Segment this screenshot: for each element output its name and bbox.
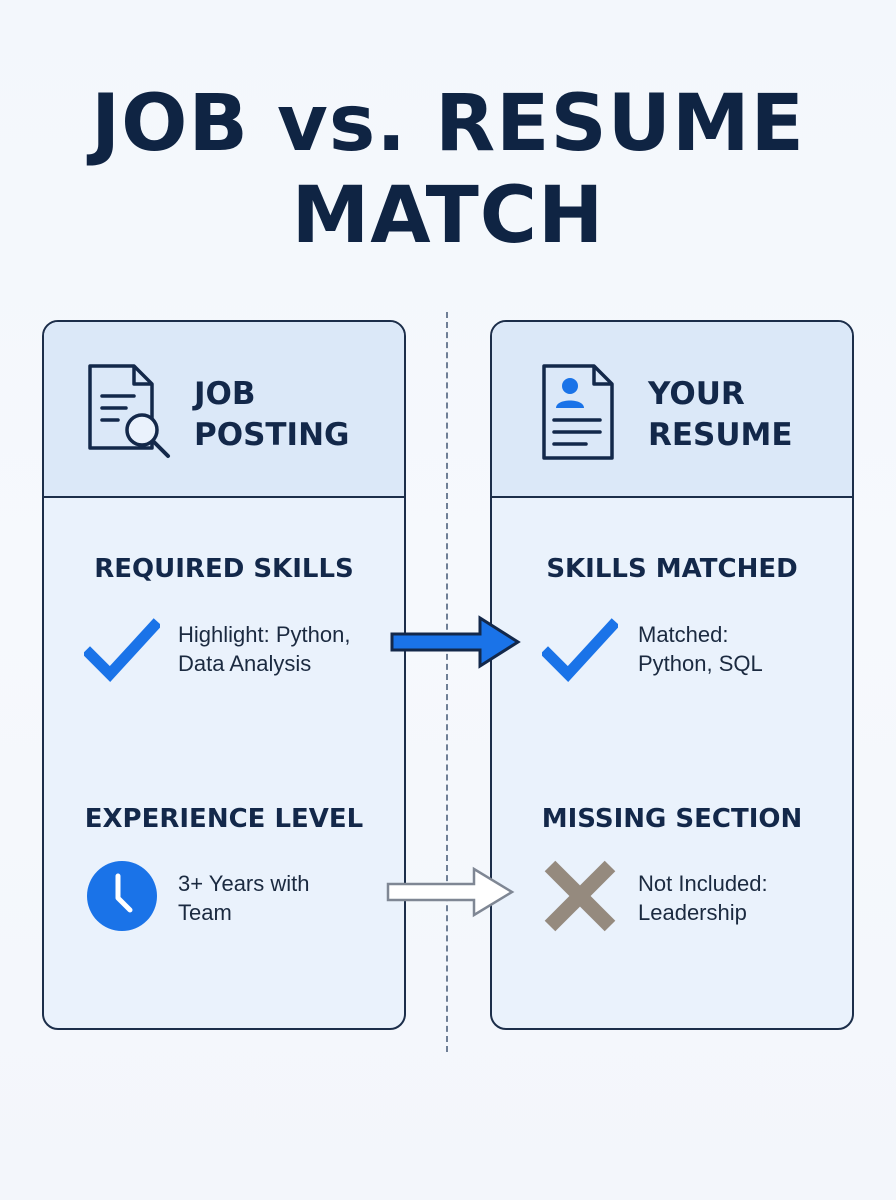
check-icon — [84, 618, 160, 682]
cross-icon — [544, 860, 616, 932]
missing-section-text: Not Included: Leadership — [638, 869, 828, 927]
experience-level-title: EXPERIENCE LEVEL — [84, 804, 364, 834]
experience-level-line-2: Team — [178, 900, 232, 925]
required-skills-line-1: Highlight: Python, — [178, 622, 351, 647]
resume-title-line-2: RESUME — [648, 417, 793, 453]
experience-level-text: 3+ Years with Team — [178, 869, 368, 927]
center-dashed-divider — [446, 312, 448, 1052]
missing-section-line-1: Not Included: — [638, 871, 768, 896]
clock-icon — [87, 861, 157, 931]
job-posting-title-line-1: JOB — [194, 376, 256, 412]
experience-level-line-1: 3+ Years with — [178, 871, 310, 896]
skills-matched-text: Matched: Python, SQL — [638, 620, 828, 678]
missing-section-title: MISSING SECTION — [541, 804, 803, 834]
required-skills-text: Highlight: Python, Data Analysis — [178, 620, 368, 678]
title-line-1: JOB vs. RESUME — [91, 79, 805, 169]
page-title: JOB vs. RESUME MATCH — [0, 78, 896, 262]
title-line-2: MATCH — [291, 171, 605, 261]
missing-section-line-2: Leadership — [638, 900, 747, 925]
skills-matched-line-2: Python, SQL — [638, 651, 763, 676]
missing-arrow-icon — [386, 866, 515, 918]
job-posting-header: JOB POSTING — [44, 322, 404, 498]
job-posting-title: JOB POSTING — [194, 374, 349, 456]
document-search-icon — [88, 364, 170, 458]
skills-matched-title: SKILLS MATCHED — [546, 554, 798, 584]
match-arrow-icon — [390, 615, 521, 669]
resume-card: YOUR RESUME SKILLS MATCHED Matched: Pyth… — [490, 320, 854, 1030]
job-posting-card: JOB POSTING REQUIRED SKILLS Highlight: P… — [42, 320, 406, 1030]
resume-profile-icon — [542, 364, 614, 460]
job-posting-title-line-2: POSTING — [194, 417, 350, 453]
resume-title: YOUR RESUME — [648, 374, 793, 456]
resume-header: YOUR RESUME — [492, 322, 852, 498]
check-icon — [542, 618, 618, 682]
skills-matched-line-1: Matched: — [638, 622, 729, 647]
required-skills-line-2: Data Analysis — [178, 651, 312, 676]
required-skills-title: REQUIRED SKILLS — [94, 554, 354, 584]
resume-title-line-1: YOUR — [648, 376, 745, 412]
